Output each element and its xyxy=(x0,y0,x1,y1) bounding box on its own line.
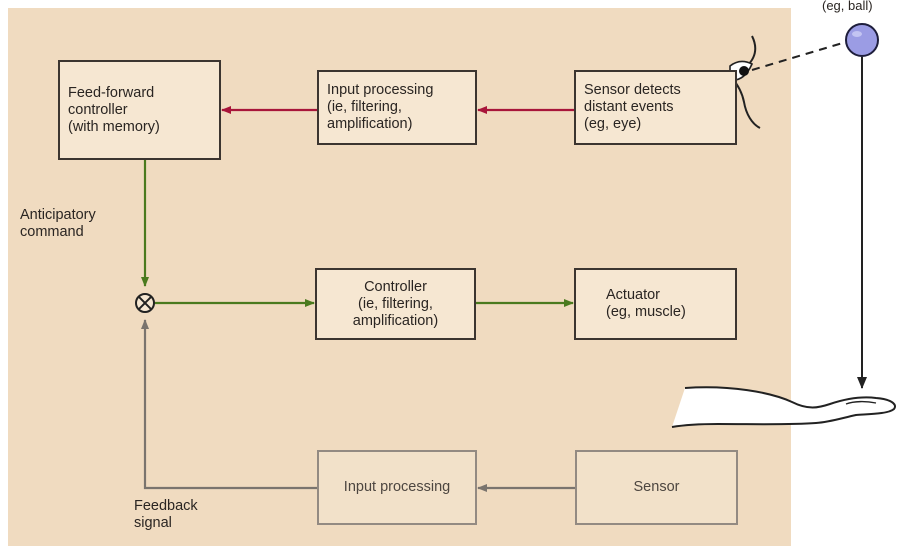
line-of-sight xyxy=(751,41,847,71)
anticipatory-command-label: Anticipatory command xyxy=(20,207,96,240)
feed-forward-controller-box: Feed-forward controller (with memory) xyxy=(58,60,221,160)
sensor-distant-events-box: Sensor detects distant events (eg, eye) xyxy=(574,70,737,145)
sensor-box: Sensor xyxy=(575,450,738,525)
comparator-icon xyxy=(135,293,155,313)
input-processing-top-box: Input processing (ie, filtering, amplifi… xyxy=(317,70,477,145)
input-processing-bottom-box: Input processing xyxy=(317,450,477,525)
arrow-feedback-signal xyxy=(141,319,317,490)
object-label: (eg, ball) xyxy=(822,0,873,13)
hand-icon xyxy=(671,386,896,428)
actuator-box: Actuator (eg, muscle) xyxy=(574,268,737,340)
ball-icon xyxy=(845,23,879,57)
controller-box: Controller (ie, filtering, amplification… xyxy=(315,268,476,340)
feedback-signal-label: Feedback signal xyxy=(134,498,198,531)
